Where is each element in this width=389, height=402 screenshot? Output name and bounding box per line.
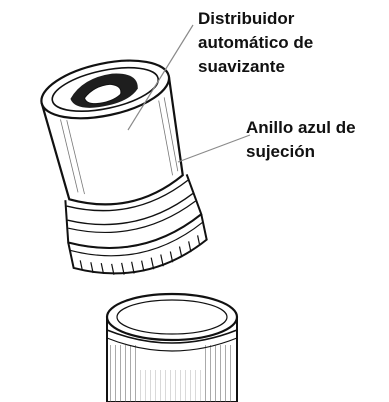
ring-leader-line (177, 134, 251, 163)
dispenser-label-line3: suavizante (198, 57, 285, 76)
ring-label-line2: sujeción (246, 142, 315, 161)
dispenser-leader-line (127, 24, 194, 131)
dispenser (40, 59, 208, 275)
dispenser-label-line1: Distribuidor (198, 9, 295, 28)
dispenser-label-line2: automático de (198, 33, 313, 52)
ring-label: Anillo azul de sujeción (246, 118, 360, 161)
bottle-opening (105, 292, 239, 342)
bottle (105, 292, 239, 402)
dispenser-label: Distribuidor automático de suavizante (198, 9, 318, 76)
ring-label-line1: Anillo azul de (246, 118, 356, 137)
